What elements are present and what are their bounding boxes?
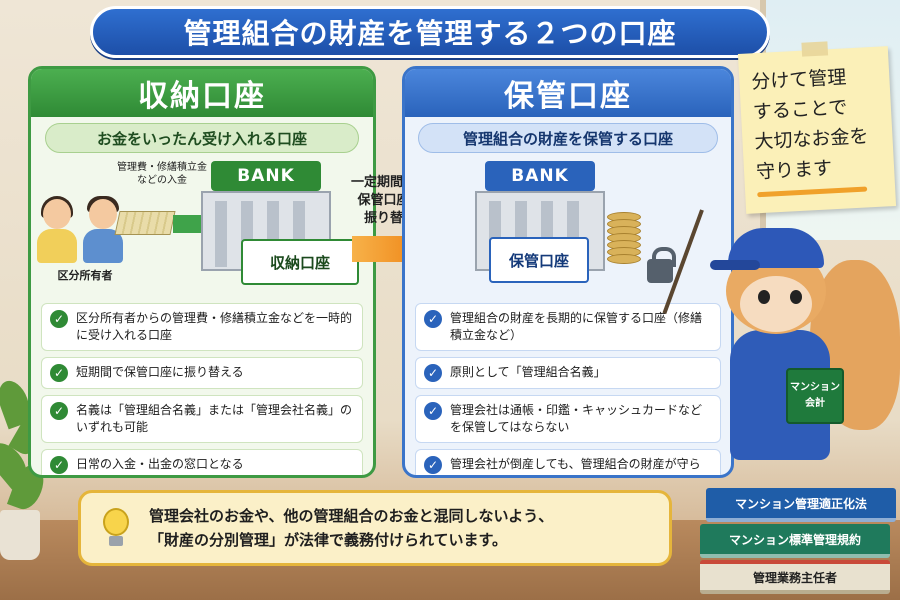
list-item-text: 管理会社は通帳・印鑑・キャッシュカードなどを保管してはならない	[450, 403, 703, 434]
owner-woman-icon	[35, 196, 79, 269]
mascot-face	[740, 276, 812, 332]
custody-illustration: BANK 保管口座	[405, 153, 731, 303]
accounting-book: マンション 会計	[786, 368, 844, 424]
bank-sign: BANK	[485, 161, 595, 191]
list-item-text: 管理会社が倒産しても、管理組合の財産が守られるようにする	[450, 457, 701, 475]
check-icon: ✓	[50, 456, 68, 474]
tape-icon	[801, 41, 829, 57]
list-item: ✓ 管理会社が倒産しても、管理組合の財産が守られるようにする	[415, 449, 721, 475]
account-card: 収納口座	[241, 239, 359, 285]
bank-building-icon: BANK 収納口座	[201, 161, 359, 285]
check-icon: ✓	[424, 456, 442, 474]
check-icon: ✓	[50, 364, 68, 382]
check-icon: ✓	[424, 364, 442, 382]
cap-brim	[710, 260, 760, 270]
pot-icon	[0, 510, 40, 560]
money-label-line: などの入金	[137, 175, 187, 186]
collection-account-panel: 収納口座 お金をいったん受け入れる口座 区分所有者 管理費・修繕積立金 などの入…	[28, 66, 376, 478]
list-item: ✓ 区分所有者からの管理費・修繕積立金などを一時的に受け入れる口座	[41, 303, 363, 351]
check-icon: ✓	[50, 402, 68, 420]
note-underline	[757, 186, 868, 198]
page-title: 管理組合の財産を管理する２つの口座	[90, 6, 770, 58]
money-label: 管理費・修繕積立金 などの入金	[107, 161, 217, 187]
custody-account-list: ✓ 管理組合の財産を長期的に保管する口座（修繕積立金など） ✓ 原則として「管理…	[405, 303, 731, 475]
book-spine: マンション管理適正化法	[706, 488, 896, 522]
lightbulb-icon	[99, 506, 133, 550]
list-item-text: 日常の入金・出金の窓口となる	[76, 457, 244, 471]
book-spine: マンション標準管理規約	[700, 524, 890, 558]
list-item-text: 短期間で保管口座に振り替える	[76, 365, 244, 379]
list-item: ✓ 管理組合の財産を長期的に保管する口座（修繕積立金など）	[415, 303, 721, 351]
panel-subheading: 管理組合の財産を保管する口座	[418, 123, 718, 153]
tip-line: 「財産の分別管理」が法律で義務付けられています。	[149, 531, 508, 549]
book-spine: 管理業務主任者	[700, 560, 890, 594]
panel-subheading: お金をいったん受け入れる口座	[44, 123, 360, 153]
account-card: 保管口座	[489, 237, 589, 283]
squirrel-mascot: マンション 会計	[662, 200, 900, 500]
list-item: ✓ 日常の入金・出金の窓口となる	[41, 449, 363, 475]
list-item: ✓ 短期間で保管口座に振り替える	[41, 357, 363, 389]
eye-icon	[758, 290, 770, 304]
list-item-text: 管理組合の財産を長期的に保管する口座（修繕積立金など）	[450, 311, 703, 342]
check-icon: ✓	[424, 310, 442, 328]
panel-heading: 保管口座	[405, 69, 731, 117]
plant-decoration	[0, 376, 60, 560]
collection-illustration: 区分所有者 管理費・修繕積立金 などの入金 BANK 収納口座	[31, 153, 373, 303]
owner-label: 区分所有者	[57, 269, 113, 282]
legal-tip-box: 管理会社のお金や、他の管理組合のお金と混同しないよう、 「財産の分別管理」が法律…	[78, 490, 672, 566]
lock-icon	[647, 247, 676, 283]
panel-heading: 収納口座	[31, 69, 373, 117]
list-item: ✓ 名義は「管理組合名義」または「管理会社名義」のいずれも可能	[41, 395, 363, 443]
list-item: ✓ 原則として「管理組合名義」	[415, 357, 721, 389]
sticky-note: 分けて管理 することで 大切なお金を 守ります	[737, 41, 897, 214]
eye-icon	[790, 290, 802, 304]
cash-icon	[114, 211, 176, 235]
tip-text: 管理会社のお金や、他の管理組合のお金と混同しないよう、 「財産の分別管理」が法律…	[149, 504, 553, 552]
bank-building-icon: BANK 保管口座	[475, 161, 605, 283]
book-stack: マンション管理適正化法 マンション標準管理規約 管理業務主任者	[700, 488, 896, 598]
list-item: ✓ 管理会社は通帳・印鑑・キャッシュカードなどを保管してはならない	[415, 395, 721, 443]
note-line: 守ります	[755, 157, 833, 184]
list-item-text: 区分所有者からの管理費・修繕積立金などを一時的に受け入れる口座	[76, 311, 353, 342]
tip-line: 管理会社のお金や、他の管理組合のお金と混同しないよう、	[149, 507, 554, 525]
owner-man-icon	[81, 196, 125, 269]
owners-illustration: 区分所有者	[35, 193, 135, 283]
check-icon: ✓	[424, 402, 442, 420]
bank-sign: BANK	[211, 161, 321, 191]
money-label-line: 管理費・修繕積立金	[117, 162, 207, 173]
collection-account-list: ✓ 区分所有者からの管理費・修繕積立金などを一時的に受け入れる口座 ✓ 短期間で…	[31, 303, 373, 475]
book-title-line: 会計	[805, 398, 825, 409]
list-item-text: 名義は「管理組合名義」または「管理会社名義」のいずれも可能	[76, 403, 353, 434]
book-title-line: マンション	[790, 382, 840, 393]
check-icon: ✓	[50, 310, 68, 328]
list-item-text: 原則として「管理組合名義」	[450, 365, 606, 379]
coins-icon	[607, 212, 647, 264]
custody-account-panel: 保管口座 管理組合の財産を保管する口座 BANK 保管口座 ✓ 管理組合の財産を…	[402, 66, 734, 478]
